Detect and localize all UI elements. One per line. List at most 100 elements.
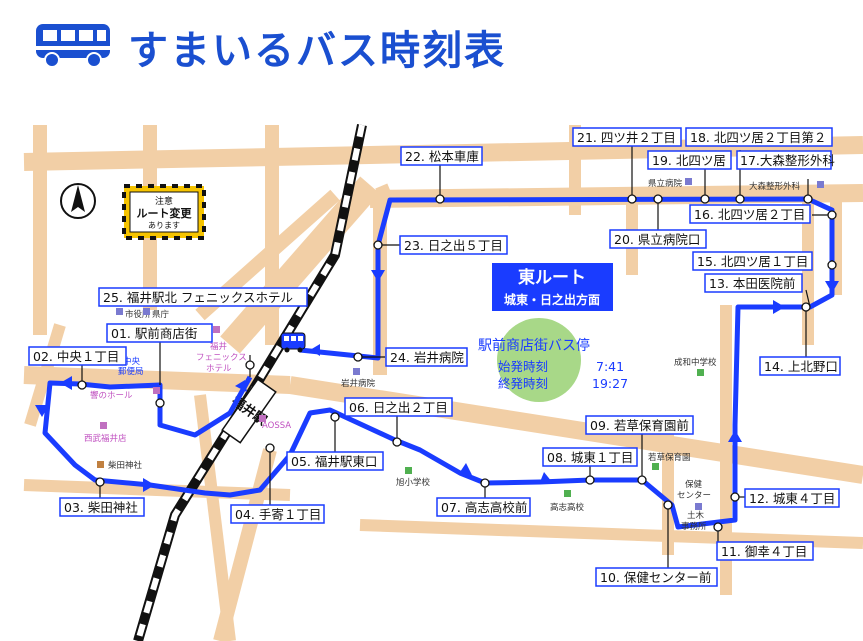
svg-text:響のホール: 響のホール <box>90 390 133 401</box>
svg-text:郵便局: 郵便局 <box>118 366 144 377</box>
stop-dot <box>637 475 647 485</box>
stop-dot <box>245 360 255 370</box>
svg-text:城東・日之出方面: 城東・日之出方面 <box>504 292 600 307</box>
landmarks: 市役所 県庁 中央 郵便局 響のホール 西武福井店 柴田神社 福井 フェニックス… <box>84 178 824 532</box>
stop-label-09: 09. 若草保育園前 <box>585 415 694 435</box>
stop-dot <box>95 477 105 487</box>
svg-text:成和中学校: 成和中学校 <box>674 357 717 368</box>
svg-text:ホテル: ホテル <box>206 364 232 374</box>
stop-label-18: 18. 北四ツ居２丁目第２ <box>685 127 833 147</box>
school-icon <box>564 490 571 497</box>
header: すまいるバス時刻表 <box>0 0 863 90</box>
route-change-notice: 注意 ルート変更 あります <box>122 184 206 240</box>
svg-text:03. 柴田神社: 03. 柴田神社 <box>64 500 138 515</box>
stop-label-10: 10. 保健センター前 <box>595 567 718 587</box>
svg-text:高志高校: 高志高校 <box>550 502 585 513</box>
stop-label-11: 11. 御幸４丁目 <box>716 541 814 561</box>
stop-label-25: 25. 福井駅北 フェニックスホテル <box>98 287 308 307</box>
svg-text:岩井病院: 岩井病院 <box>341 378 376 389</box>
stop-dot <box>353 352 363 362</box>
stop-label-04: 04. 手寄１丁目 <box>230 504 325 524</box>
stop-labels: 01. 駅前商店街 02. 中央１丁目 03. 柴田神社 04. 手寄１丁目 0… <box>28 127 841 587</box>
stop-dot <box>155 398 165 408</box>
stop-label-15: 15. 北四ツ居１丁目 <box>692 251 813 271</box>
svg-text:23. 日之出５丁目: 23. 日之出５丁目 <box>404 238 503 253</box>
svg-text:17.大森整形外科: 17.大森整形外科 <box>740 153 835 168</box>
bus-route <box>42 196 835 530</box>
stop-label-03: 03. 柴田神社 <box>59 497 145 517</box>
svg-text:県庁: 県庁 <box>152 309 170 320</box>
stop-label-24: 24. 岩井病院 <box>385 347 468 367</box>
svg-text:事務所: 事務所 <box>681 521 707 532</box>
stop-label-14: 14. 上北野口 <box>759 356 841 376</box>
stop-dot <box>803 194 813 204</box>
stop-label-07: 07. 高志高校前 <box>436 497 531 517</box>
stop-dot <box>627 194 637 204</box>
school-icon <box>652 463 659 470</box>
stop-dot <box>827 260 837 270</box>
building-icon <box>100 422 107 429</box>
svg-text:あります: あります <box>148 221 180 230</box>
svg-text:01. 駅前商店街: 01. 駅前商店街 <box>111 326 197 341</box>
first-last-bus-info: 駅前商店街バス停 始発時刻 7:41 終発時刻 19:27 <box>478 318 628 402</box>
bus-location-icon <box>280 332 306 353</box>
stop-dots <box>77 194 837 532</box>
svg-text:7:41: 7:41 <box>596 359 624 374</box>
svg-text:22. 松本車庫: 22. 松本車庫 <box>405 149 479 164</box>
route-map: 福井駅 注意 ルート変更 あります <box>23 123 863 641</box>
svg-text:21. 四ツ井２丁目: 21. 四ツ井２丁目 <box>577 130 676 145</box>
school-icon <box>697 369 704 376</box>
svg-text:センター: センター <box>677 491 711 501</box>
stop-dot <box>801 302 811 312</box>
stop-label-16: 16. 北四ツ居２丁目 <box>689 204 811 224</box>
route-arrows <box>35 270 839 492</box>
svg-text:11. 御幸４丁目: 11. 御幸４丁目 <box>721 544 807 559</box>
stop-label-19: 19. 北四ツ居 <box>647 150 732 170</box>
svg-text:04. 手寄１丁目: 04. 手寄１丁目 <box>235 507 321 522</box>
stop-label-02: 02. 中央１丁目 <box>28 346 127 366</box>
stop-dot <box>653 194 663 204</box>
stop-dot <box>480 478 490 488</box>
school-icon <box>405 467 412 474</box>
svg-text:12. 城東４丁目: 12. 城東４丁目 <box>749 491 835 506</box>
svg-text:02. 中央１丁目: 02. 中央１丁目 <box>33 349 119 364</box>
stop-dot <box>265 443 275 453</box>
building-icon <box>695 503 702 510</box>
svg-text:県立病院: 県立病院 <box>648 178 683 189</box>
svg-text:09. 若草保育園前: 09. 若草保育園前 <box>590 418 689 433</box>
svg-text:16. 北四ツ居２丁目: 16. 北四ツ居２丁目 <box>694 207 805 222</box>
svg-text:14. 上北野口: 14. 上北野口 <box>764 359 838 374</box>
hospital-icon <box>817 181 824 188</box>
stop-leader-lines <box>81 143 833 570</box>
svg-text:AOSSA: AOSSA <box>262 421 291 431</box>
svg-text:注意: 注意 <box>155 195 173 207</box>
svg-text:始発時刻: 始発時刻 <box>498 359 548 374</box>
shrine-icon <box>97 461 104 468</box>
svg-text:ルート変更: ルート変更 <box>137 206 193 220</box>
north-compass-icon <box>60 183 96 219</box>
svg-text:若草保育園: 若草保育園 <box>648 452 691 463</box>
building-icon <box>153 387 160 394</box>
svg-text:19. 北四ツ居: 19. 北四ツ居 <box>652 153 726 168</box>
stop-dot <box>663 500 673 510</box>
svg-text:福井: 福井 <box>210 341 227 352</box>
svg-text:15. 北四ツ居１丁目: 15. 北四ツ居１丁目 <box>697 254 808 269</box>
svg-text:旭小学校: 旭小学校 <box>396 477 431 488</box>
svg-text:05. 福井駅東口: 05. 福井駅東口 <box>291 454 377 469</box>
svg-text:20. 県立病院口: 20. 県立病院口 <box>614 232 700 247</box>
stop-label-01: 01. 駅前商店街 <box>106 323 213 343</box>
hospital-icon <box>685 178 692 185</box>
stop-label-12: 12. 城東４丁目 <box>744 488 840 508</box>
bus-icon <box>36 24 110 68</box>
building-icon <box>143 308 150 315</box>
svg-text:10. 保健センター前: 10. 保健センター前 <box>600 570 711 585</box>
stop-label-20: 20. 県立病院口 <box>609 229 707 249</box>
stop-label-17: 17.大森整形外科 <box>736 150 835 170</box>
stop-label-21: 21. 四ツ井２丁目 <box>572 127 682 147</box>
stop-label-06: 06. 日之出２丁目 <box>344 397 453 417</box>
svg-text:フェニックス: フェニックス <box>196 353 247 363</box>
building-icon <box>259 415 266 422</box>
building-icon <box>116 308 123 315</box>
stop-label-23: 23. 日之出５丁目 <box>399 235 508 255</box>
svg-text:07. 高志高校前: 07. 高志高校前 <box>441 500 527 515</box>
